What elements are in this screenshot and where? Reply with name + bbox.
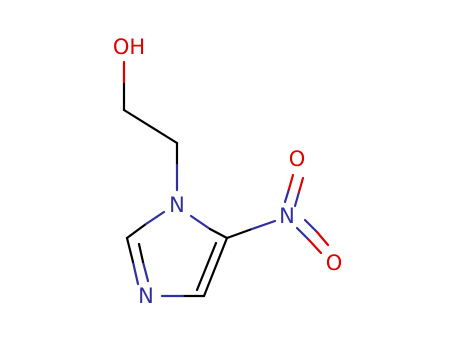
bond-nitro-o-upper-inner-nitrogen-part: [293, 190, 301, 208]
bond-nitro-o-lower-inner-oxygen-part: [315, 230, 330, 247]
bond-n1-c5-nitrogen-part: [189, 214, 212, 231]
atom-label-hydroxyl: OH: [113, 35, 145, 59]
bond-nitro-o-lower-nitrogen-part: [295, 226, 311, 242]
bond-c5-nitro-carbon-part: [225, 227, 254, 240]
bond-c5-c4-inner: [195, 241, 218, 292]
bond-ch2-ch2: [122, 108, 179, 145]
atom-label-nitro-o-upper: O: [289, 147, 306, 171]
atom-label-nitro-n: N: [279, 204, 295, 228]
bond-nitro-o-upper-nitrogen-part: [283, 187, 291, 204]
bond-n3-c2-inner-carbon-part: [137, 242, 145, 264]
bond-c5-c4: [202, 236, 229, 298]
bond-c2-n1-nitrogen-part: [144, 210, 166, 226]
atom-labels: OH N N N O O: [113, 35, 342, 308]
bond-c5-nitro-nitrogen-part: [250, 219, 277, 231]
bond-c2-n1-carbon-part: [125, 222, 148, 240]
bonds: [122, 60, 330, 298]
bond-n3-c2-carbon-part: [125, 236, 135, 264]
bond-n3-c2-inner-nitrogen-part: [141, 260, 150, 283]
atom-label-ring-n3: N: [138, 284, 154, 308]
bond-n3-c2-nitrogen-part: [131, 260, 140, 286]
atom-label-ring-n1: N: [169, 193, 185, 217]
bond-n1-c5-carbon-part: [208, 227, 229, 240]
bond-nitro-o-upper-oxygen-part: [287, 173, 295, 191]
bond-nitro-o-lower-oxygen-part: [307, 238, 323, 255]
atom-label-nitro-o-lower: O: [326, 251, 343, 275]
bond-nitro-o-upper-inner-oxygen-part: [297, 176, 305, 194]
bond-nitro-o-lower-inner-nitrogen-part: [303, 218, 319, 234]
